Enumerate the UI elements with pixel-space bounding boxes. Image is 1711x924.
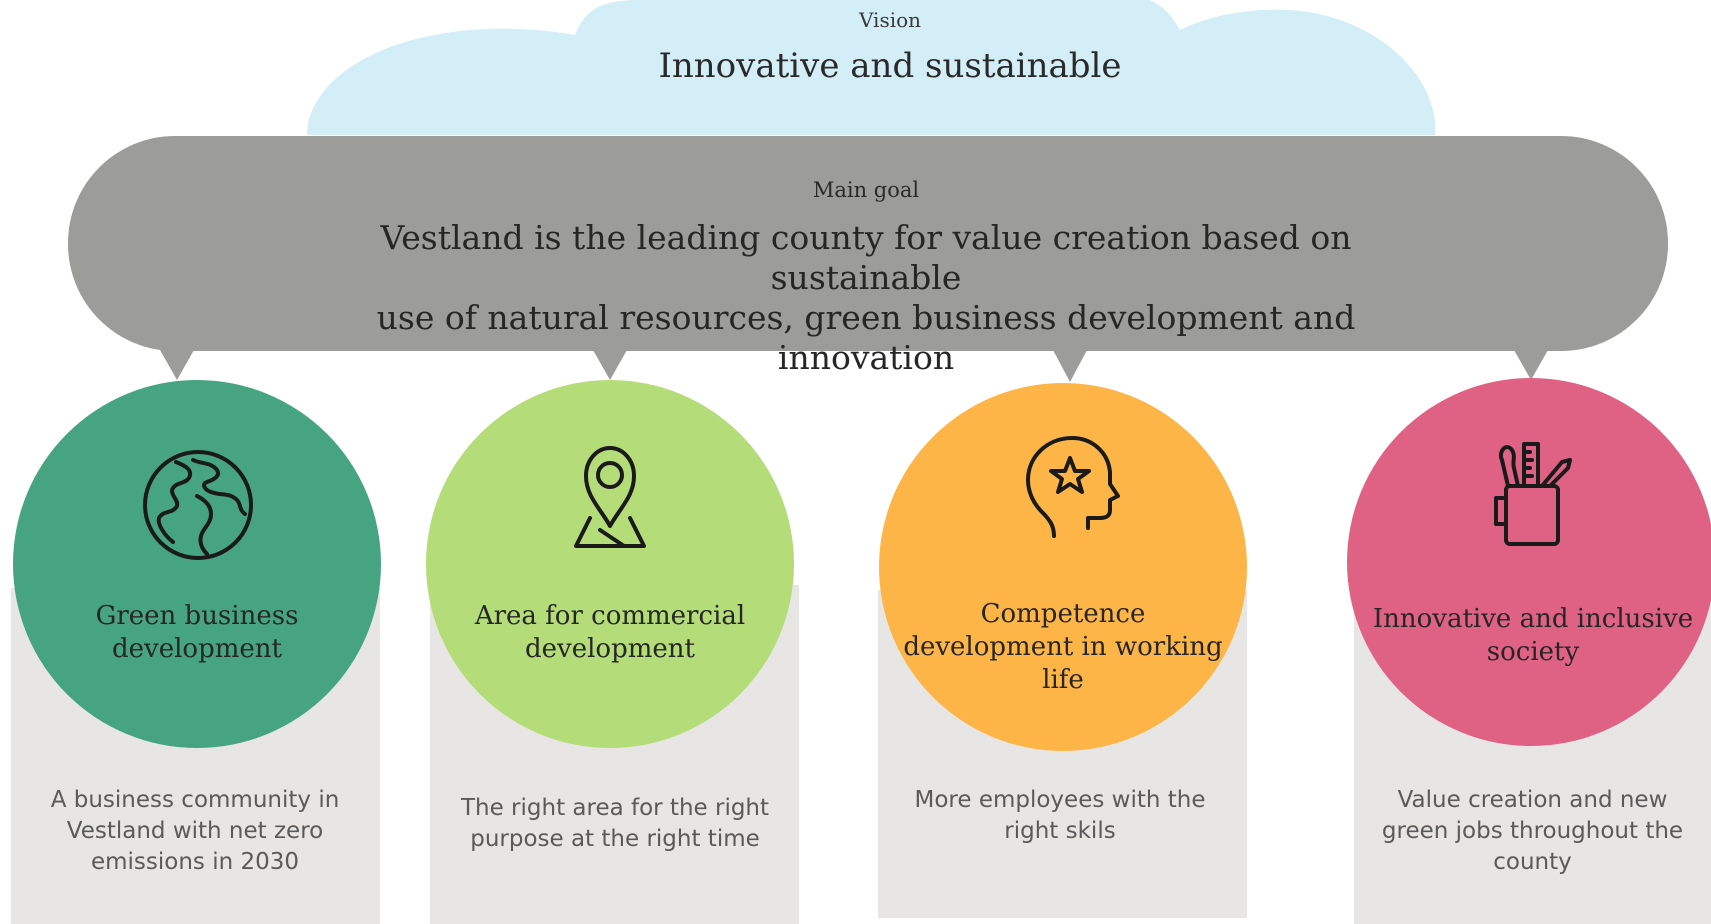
pillar-description-green-business: A business community in Vestland with ne… (50, 787, 340, 875)
pillar-circles (13, 378, 1711, 751)
vision-title: Innovative and sustainable (658, 46, 1122, 86)
main-goal-line-2: use of natural resources, green business… (376, 298, 1356, 377)
vision-label: Vision (858, 8, 922, 32)
vision-cloud (307, 0, 1436, 135)
pillar-title-commercial-area: Area for commercial development (474, 601, 746, 664)
map-pin-icon (574, 446, 646, 548)
pillar-title-competence: Competence development in working life (903, 599, 1223, 695)
pillar-title-inclusive-society: Innovative and inclusive society (1372, 604, 1694, 667)
pillar-description-inclusive-society: Value creation and new green jobs throug… (1381, 787, 1684, 875)
head-star-icon (1026, 436, 1120, 538)
pillar-description-commercial-area: The right area for the right purpose at … (460, 795, 770, 852)
pencil-cup-icon (1494, 442, 1572, 546)
main-goal-text: Vestland is the leading county for value… (300, 218, 1432, 378)
pillar-title-green-business: Green business development (95, 601, 299, 664)
pillar-description-competence: More employees with the right skils (914, 787, 1206, 844)
main-goal-line-1: Vestland is the leading county for value… (380, 218, 1352, 297)
globe-icon (143, 450, 253, 560)
main-goal-bubble (68, 136, 1668, 382)
main-goal-label: Main goal (812, 178, 920, 202)
